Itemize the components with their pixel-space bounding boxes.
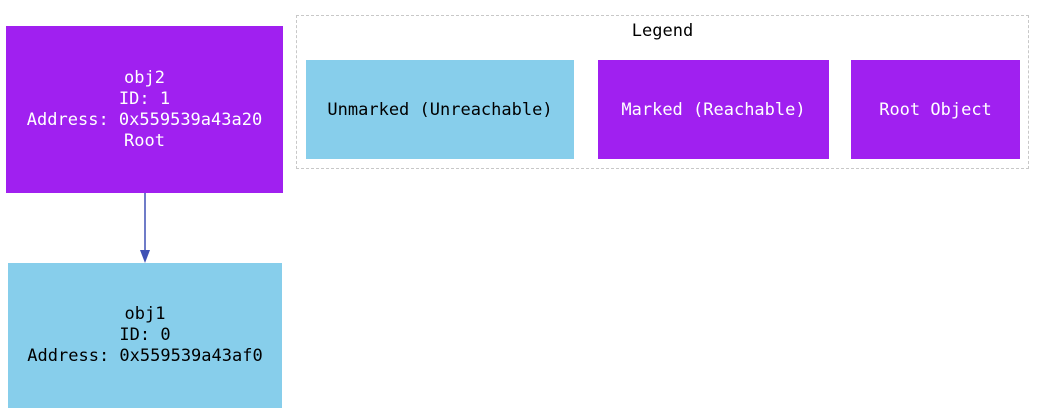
legend-unmarked-label: Unmarked (Unreachable) [327,99,553,120]
node-obj1-id: ID: 0 [119,325,171,345]
legend-frame [296,15,1029,169]
node-obj1-address: Address: 0x559539a43af0 [27,346,263,366]
edge-arrowhead [140,250,150,263]
node-obj2-name: obj2 [124,67,165,88]
legend-item-marked: Marked (Reachable) [598,60,829,159]
legend-marked-label: Marked (Reachable) [621,99,806,120]
node-obj1[interactable]: obj1 ID: 0 Address: 0x559539a43af0 [8,263,282,408]
node-obj2-role: Root [124,130,165,151]
legend-item-root: Root Object [851,60,1020,159]
node-obj2-id: ID: 1 [118,88,171,109]
legend-title: Legend [631,21,694,41]
legend-item-unmarked: Unmarked (Unreachable) [306,60,574,159]
node-obj1-name: obj1 [124,304,166,324]
legend-root-label: Root Object [879,99,992,120]
node-obj2-address: Address: 0x559539a43a20 [26,109,263,130]
node-obj2[interactable]: obj2 ID: 1 Address: 0x559539a43a20 Root [6,26,283,193]
